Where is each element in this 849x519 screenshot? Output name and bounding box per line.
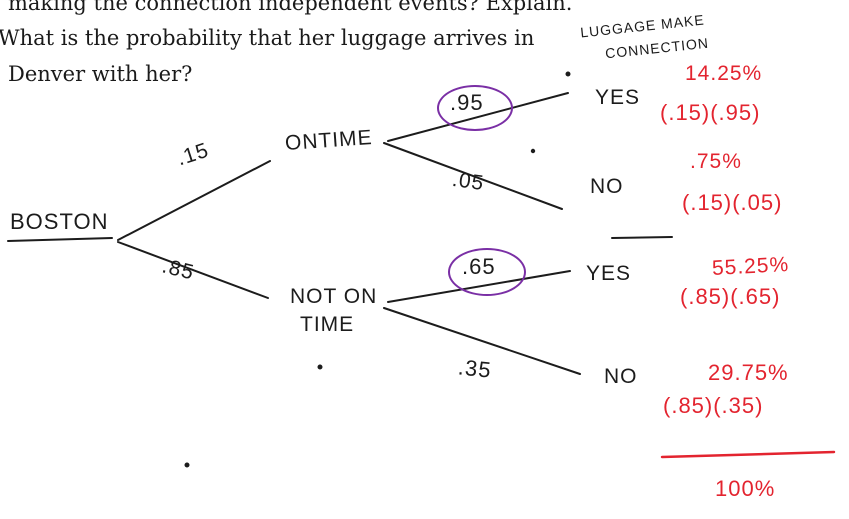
circle-ontime-yes (437, 85, 513, 131)
stray-dot (317, 364, 323, 370)
calc-ontime-yes: (.15)(.95) (660, 100, 761, 125)
percent-ontime-no: .75% (690, 150, 742, 173)
prob-notontime-yes: .65 (462, 254, 496, 279)
calc-ontime-no: (.15)(.05) (682, 190, 783, 215)
boston-underline (7, 237, 113, 242)
branch-ontime-no (383, 142, 563, 210)
circle-notontime-yes (448, 248, 526, 296)
outcome-ontime-no: NO (590, 175, 624, 198)
percent-notontime-yes: 55.25% (711, 252, 790, 281)
branch-notontime-no (383, 307, 581, 375)
question-line-1: making the connection independent events… (8, 0, 573, 15)
prob-notontime-no: .35 (456, 354, 493, 383)
stray-dot (530, 148, 536, 154)
percent-notontime-no: 29.75% (708, 360, 789, 385)
total-bar (660, 450, 836, 459)
stray-dot (184, 462, 190, 468)
node-notontime-line-1: NOT ON (290, 285, 378, 308)
branch-boston-notontime (117, 241, 269, 299)
outcome-ontime-yes: YES (595, 86, 641, 109)
question-line-3: Denver with her? (8, 62, 193, 86)
outcome-notontime-yes: YES (586, 262, 632, 285)
calc-notontime-yes: (.85)(.65) (680, 284, 781, 309)
prob-ontime-yes: .95 (450, 90, 484, 115)
branch-boston-ontime (117, 160, 271, 241)
root-label: BOSTON (10, 209, 109, 234)
total-percent: 100% (715, 476, 776, 501)
calc-notontime-no: (.85)(.35) (663, 393, 764, 418)
node-notontime-line-2: TIME (300, 313, 355, 336)
separator-line (611, 236, 673, 239)
prob-ontime-no: .05 (450, 167, 486, 196)
question-line-2: What is the probability that her luggage… (0, 26, 535, 50)
stray-dot (565, 71, 571, 77)
outcome-notontime-no: NO (604, 365, 638, 388)
percent-ontime-yes: 14.25% (685, 62, 763, 85)
